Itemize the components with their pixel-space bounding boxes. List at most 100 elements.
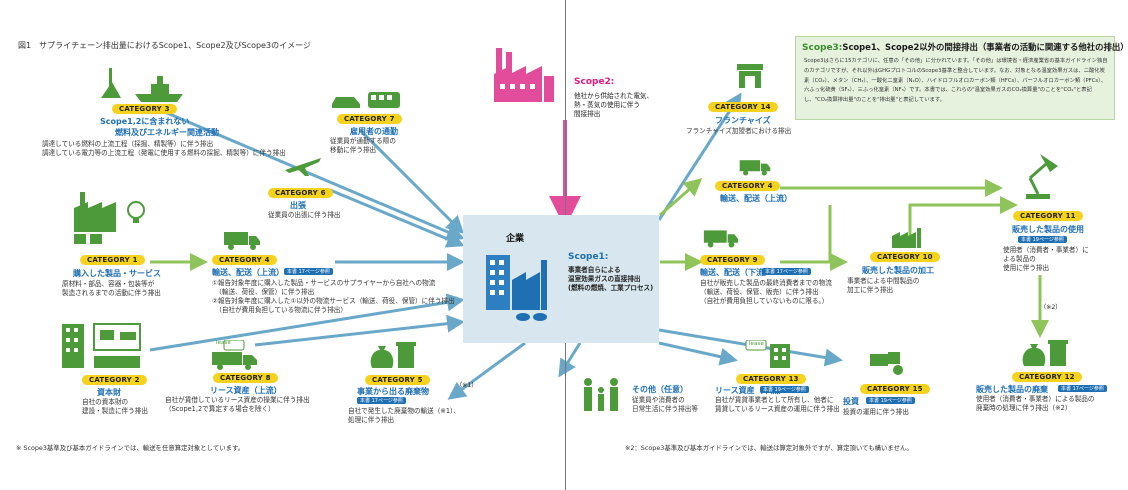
category-3-badge: CATEGORY 3 [112, 104, 177, 114]
line-company-cat4-down [659, 178, 703, 217]
truck-icon [224, 232, 260, 250]
category-4-downstream-title: 輸送、配送（上流） [720, 194, 792, 203]
factory-purchase-icon [74, 192, 145, 244]
category-2-description: 自社の資本財の 建設・製造に伴う排出 [82, 398, 148, 415]
category-11-page-ref: 本書 19ページ参照 [1018, 236, 1067, 243]
category-5-page-ref: 本書 17ページ参照 [357, 397, 406, 404]
category-9-title: 輸送、配送（下流） [700, 268, 772, 277]
category-14-description: フランチャイズ加盟者における排出 [686, 127, 792, 135]
category-11-title: 販売した製品の使用 [1012, 225, 1084, 234]
people-icon [584, 378, 618, 411]
category-7-title: 雇用者の通勤 [350, 127, 398, 136]
capital-goods-icon [62, 323, 141, 368]
category-15-badge: CATEGORY 15 [860, 384, 930, 394]
category-6-badge: CATEGORY 6 [268, 188, 333, 198]
category-9-page-ref: 本書 17ページ参照 [762, 268, 811, 275]
category-4-upstream-description: ①報告対象年度に購入した製品・サービスのサプライヤーから自社への物流 （輸送、荷… [212, 279, 455, 314]
category-12-title: 販売した製品の廃棄 [976, 385, 1048, 394]
category-10-description: 事業者による中間製品の 加工に伴う排出 [847, 277, 920, 294]
category-4-upstream-page-ref: 本書 17ページ参照 [284, 268, 333, 275]
line-cat5 [447, 341, 526, 400]
scope3-heading: Scope1、Scope2以外の間接排出（事業者の活動に関連する他社の排出） [842, 42, 1128, 52]
scope3-label: Scope3: [802, 43, 843, 53]
category-13-description: 自社が賃貸事業者として所有し、他者に 賃貸しているリース資産の運用に伴う排出 [715, 396, 840, 413]
category-3-title-1: Scope1,2に含まれない [100, 117, 190, 126]
waste-icon [370, 342, 416, 368]
other-description: 従業員や消費者の 日常生活に伴う排出等 [632, 396, 698, 413]
category-5-title: 事業から出る廃棄物 [357, 387, 429, 396]
category-4-upstream-badge: CATEGORY 4 [212, 255, 277, 265]
category-15-title: 投資 [843, 397, 859, 406]
figure-title: 図1 サプライチェーン排出量におけるScope1、Scope2及びScope3の… [18, 41, 311, 50]
category-1-badge: CATEGORY 1 [80, 255, 145, 265]
footnote-1: ※ Scope3基準及び基本ガイドラインでは、輸送を任意算定対象としています。 [16, 444, 245, 452]
other-title: その他（任意） [632, 385, 688, 394]
category-1-title: 購入した製品・サービス [73, 269, 161, 278]
fuel-ship-icon [101, 68, 183, 102]
category-10-title: 販売した製品の加工 [862, 266, 934, 275]
category-13-lease-tag: lease [749, 341, 764, 347]
scope3-panel-title: Scope3:Scope1、Scope2以外の間接排出（事業者の活動に関連する他… [802, 41, 1128, 53]
note-2-marker: （※2） [1040, 304, 1062, 311]
line-cat10-cat11 [908, 196, 1018, 248]
category-13-title: リース資産（下流） [715, 386, 787, 395]
category-14-badge: CATEGORY 14 [708, 102, 778, 112]
note-1-marker: （※1） [456, 382, 478, 389]
category-11-badge: CATEGORY 11 [1013, 211, 1083, 221]
category-12-badge: CATEGORY 12 [1012, 372, 1082, 382]
category-8-description: 自社が賃借しているリース資産の操業に伴う排出 （Scope1,2で算定する場合を… [165, 396, 310, 413]
line-other [558, 342, 582, 378]
line-cat13 [658, 341, 738, 366]
category-13-page-ref: 本書 19ページ参照 [760, 386, 809, 393]
category-7-description: 従業員が通勤する際の 移動に伴う排出 [330, 137, 396, 154]
category-2-title: 資本財 [97, 388, 121, 397]
lease-truck-icon [212, 340, 257, 370]
category-11-description: 使用者（消費者・事業者）に よる製品の 使用に伴う排出 [1003, 246, 1089, 272]
scope3-explanation: Scope3はさらに15カテゴリに、任意の「その他」に分かれています。「その他」… [804, 58, 1108, 104]
category-8-lease-tag: lease [216, 340, 231, 346]
processing-factory-icon [892, 228, 921, 248]
desk-lamp-icon [1026, 154, 1058, 199]
category-6-description: 従業員の出張に伴う排出 [268, 211, 341, 219]
category-4-upstream-title: 輸送、配送（上流） [212, 268, 284, 277]
category-15-description: 投資の運用に伴う排出 [843, 408, 909, 416]
category-6-title: 出張 [290, 201, 306, 210]
category-13-badge: CATEGORY 13 [736, 374, 806, 384]
category-7-badge: CATEGORY 7 [337, 114, 402, 124]
airplane-icon [285, 158, 321, 176]
company-building-icon [486, 255, 547, 321]
scope1-description: 事業者自らによる 温室効果ガスの直接排出 (燃料の燃焼、工業プロセス) [568, 266, 654, 292]
category-15-page-ref: 本書 19ページ参照 [866, 397, 915, 404]
line-cat8 [254, 314, 465, 347]
category-3-description: 調達している燃料の上流工程（採掘、精製等）に伴う排出 調達している電力等の上流工… [42, 140, 286, 157]
category-5-description: 自社で発生した廃棄物の輸送（※1）、 処理に伴う排出 [348, 407, 460, 424]
truck-downstream-icon [739, 160, 771, 176]
category-5-badge: CATEGORY 5 [365, 375, 430, 385]
truck-cat9-icon [703, 230, 739, 248]
category-14-title: フランチャイズ [715, 116, 771, 125]
scope1-title: Scope1: [568, 252, 609, 262]
commute-icon [332, 92, 400, 108]
franchise-store-icon [737, 64, 763, 88]
power-plant-icon [494, 48, 554, 102]
scope2-description: 他社から供給された電気、 熱・蒸気の使用に伴う 間接排出 [574, 92, 654, 118]
category-12-description: 使用者（消費者・事業者）による製品の 廃棄時の処理に伴う排出（※2） [976, 395, 1095, 412]
scope3-panel: Scope3:Scope1、Scope2以外の間接排出（事業者の活動に関連する他… [795, 36, 1128, 120]
lease-building-icon [745, 340, 790, 368]
category-4-downstream-badge: CATEGORY 4 [715, 181, 780, 191]
scope2-title: Scope2: [574, 77, 615, 87]
category-2-badge: CATEGORY 2 [82, 375, 147, 385]
category-1-description: 原材料・部品、容器・包装等が 製造されるまでの活動に伴う排出 [62, 280, 161, 297]
category-9-badge: CATEGORY 9 [700, 255, 765, 265]
category-9-description: 自社が販売した製品の最終消費者までの物流 （輸送、荷役、保管、販売）に伴う排出 … [700, 279, 832, 305]
category-12-page-ref: 本書 17ページ参照 [1058, 385, 1107, 392]
category-8-badge: CATEGORY 8 [213, 373, 278, 383]
company-label: 企業 [506, 234, 525, 244]
category-8-title: リース資産（上流） [210, 386, 282, 395]
footnote-2: ※2：Scope3基準及び基本ガイドラインでは、輸送は算定対象外ですが、算定頂い… [625, 444, 913, 452]
line-cat6 [329, 188, 465, 248]
investment-icon [870, 352, 903, 375]
disposal-icon [1022, 340, 1068, 366]
category-3-title-2: 燃料及びエネルギー関連活動 [115, 128, 219, 137]
